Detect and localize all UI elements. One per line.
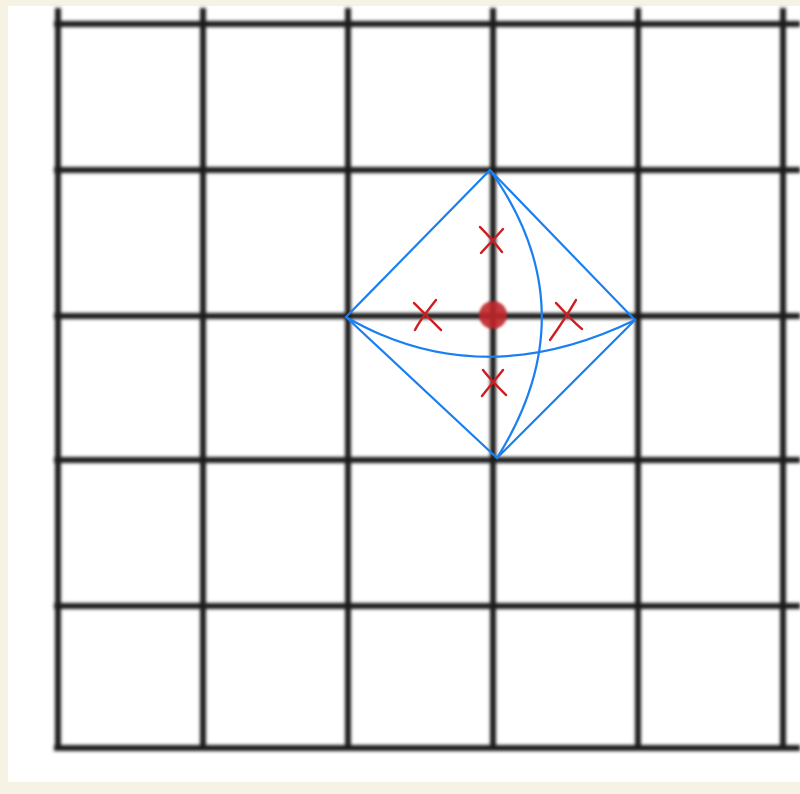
cross-marker-top	[478, 225, 505, 255]
arc-left-to-right	[345, 316, 636, 358]
cross-marker-right	[548, 298, 584, 342]
paper-background	[8, 6, 800, 782]
center-dot	[479, 301, 507, 329]
cross-markers	[412, 225, 584, 398]
cross-marker-left	[412, 298, 443, 332]
arc-top-to-bottom	[489, 169, 543, 459]
construction-lines	[344, 168, 637, 460]
cross-marker-bottom	[480, 368, 508, 398]
